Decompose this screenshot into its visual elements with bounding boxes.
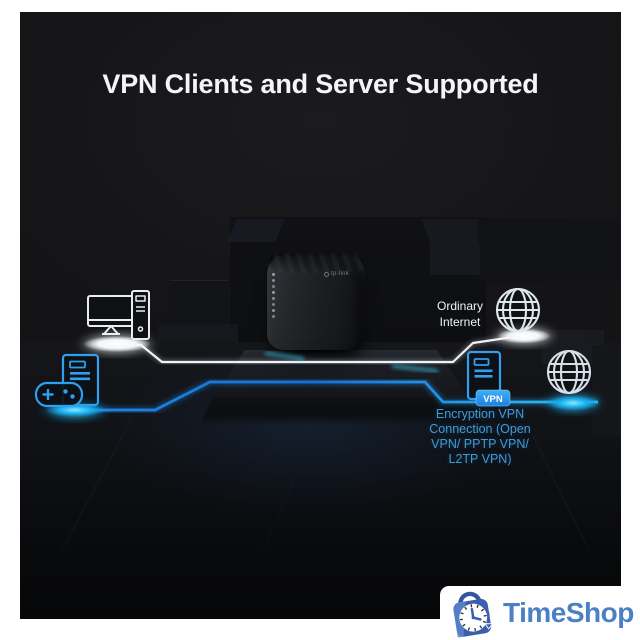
tp-link-logo-icon	[324, 271, 329, 277]
glow-pad-internet	[491, 325, 557, 347]
network-diagram-overlay: VPN	[34, 287, 605, 421]
watermark-text: TimeShop	[503, 597, 634, 628]
pedestal-glow-streaks	[264, 351, 439, 373]
background-block-right	[430, 243, 480, 275]
router-top-cap	[267, 253, 365, 273]
laptop-silhouette	[170, 280, 228, 327]
connection-line-ordinary	[110, 334, 514, 365]
background-cabinet-right	[478, 218, 620, 282]
desktop-computer-icon	[87, 290, 150, 340]
vpn-badge: VPN	[475, 389, 511, 407]
timeshop-watermark: TimeShop	[440, 586, 640, 640]
router-led-column	[272, 273, 275, 276]
glow-pad-vpn-internet	[541, 392, 605, 414]
dark-scene-canvas: tp-link	[20, 12, 621, 619]
globe-icon	[546, 349, 592, 395]
vpn-badge-text: VPN	[483, 394, 503, 405]
gaming-pc-gamepad-icon	[34, 353, 100, 408]
globe-icon	[495, 287, 541, 333]
router-device: tp-link	[267, 253, 365, 350]
router-brand-text: tp-link	[331, 271, 350, 277]
router-brand-logo: tp-link	[324, 271, 349, 277]
router-pedestal-front	[200, 397, 480, 425]
connection-line-vpn	[78, 378, 598, 414]
encryption-vpn-label: Encryption VPN Connection (Open VPN/ PPT…	[429, 407, 531, 466]
router-pedestal	[213, 350, 468, 397]
ordinary-internet-label: Ordinary Internet	[436, 299, 483, 329]
background-column-right	[592, 345, 621, 437]
alarm-clock-bag-icon	[453, 591, 494, 638]
page-title: VPN Clients and Server Supported	[102, 69, 539, 99]
